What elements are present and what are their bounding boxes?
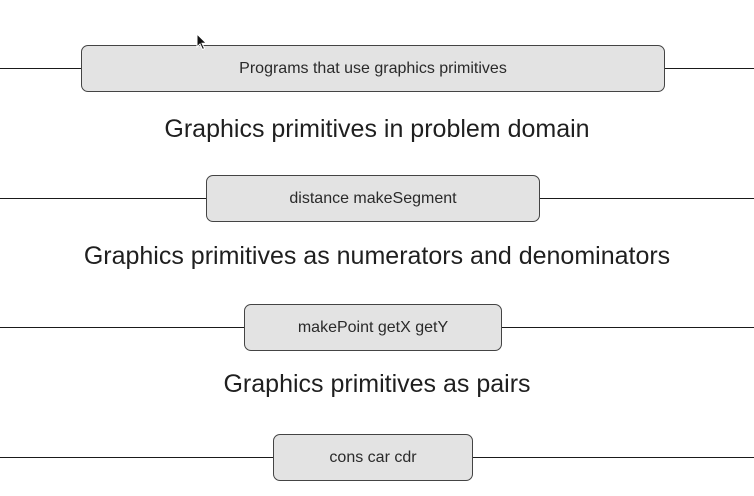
layer-label-pairs: cons car cdr <box>329 448 417 466</box>
layer-box-programs: Programs that use graphics primitives <box>81 45 665 92</box>
layer-box-pairs: cons car cdr <box>273 434 473 481</box>
layer-label-programs: Programs that use graphics primitives <box>239 59 507 77</box>
barrier-label-pairs: Graphics primitives as pairs <box>223 370 531 398</box>
layer-box-numerators: makePoint getX getY <box>244 304 502 351</box>
barrier-label-problem-domain: Graphics primitives in problem domain <box>164 115 590 143</box>
barrier-label-numerators: Graphics primitives as numerators and de… <box>83 242 671 270</box>
layer-label-numerators: makePoint getX getY <box>297 318 449 336</box>
layer-label-problem-domain: distance makeSegment <box>289 189 457 207</box>
mouse-pointer-icon <box>196 33 208 51</box>
layer-box-problem-domain: distance makeSegment <box>206 175 540 222</box>
